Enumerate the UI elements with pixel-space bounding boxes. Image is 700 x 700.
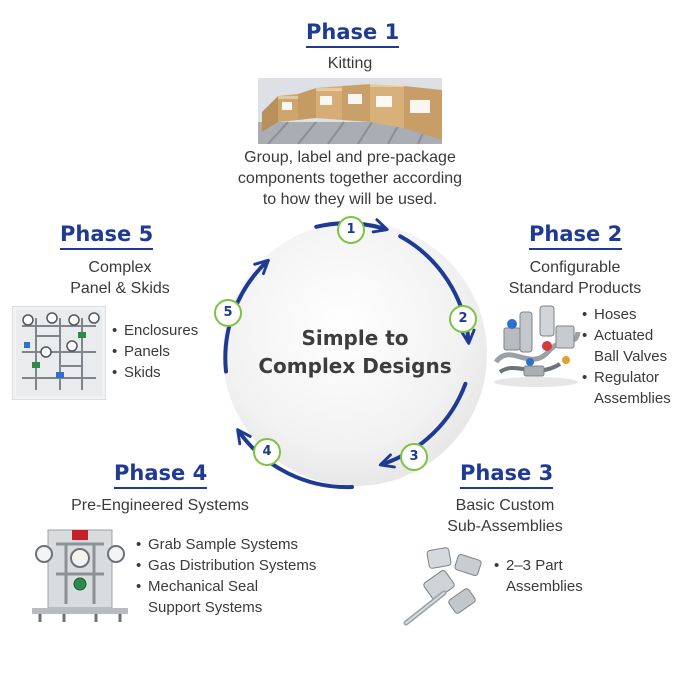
phase-4-bullet-3-line-2: Support Systems bbox=[148, 599, 263, 616]
phase-5-bullet-1-line-1: Enclosures bbox=[124, 322, 199, 339]
phase-3-bullets: 2–3 Part Assemblies bbox=[494, 555, 583, 597]
phase-5-subtitle-line-2: Panel & Skids bbox=[70, 280, 170, 297]
phase-2-subtitle: Configurable Standard Products bbox=[480, 257, 670, 299]
phase-1-description: Group, label and pre-package components … bbox=[215, 147, 485, 210]
phase-4-bullet-gas-distribution: Gas Distribution Systems bbox=[136, 555, 316, 576]
phase-2-bullet-2-line-1: Actuated bbox=[594, 327, 654, 344]
phase-5-bullet-panels: Panels bbox=[112, 341, 198, 362]
standard-products-photo bbox=[490, 302, 582, 388]
phase-2-subtitle-line-2: Standard Products bbox=[508, 280, 642, 297]
cycle-arc-3 bbox=[378, 381, 468, 469]
center-title-line-2: Complex Designs bbox=[258, 354, 452, 378]
phase-5-subtitle-line-1: Complex bbox=[88, 259, 152, 276]
phase-5-bullet-2-line-1: Panels bbox=[124, 343, 170, 360]
phase-5-section: Phase 5 bbox=[60, 222, 154, 250]
phase-4-bullet-3-line-1: Mechanical Seal bbox=[148, 578, 259, 595]
panel-skid-photo bbox=[12, 306, 106, 400]
phase-5-bullet-3-line-1: Skids bbox=[124, 364, 161, 381]
phase-5-title: Phase 5 bbox=[60, 222, 154, 250]
step-5-badge: 5 bbox=[214, 299, 242, 327]
phase-2-bullet-1-line-1: Hoses bbox=[594, 306, 637, 323]
phase-2-section: Phase 2 bbox=[529, 222, 623, 250]
phase-2-bullet-3-line-1: Regulator bbox=[594, 369, 660, 386]
step-2-badge: 2 bbox=[449, 305, 477, 333]
phase-2-bullet-3-line-2: Assemblies bbox=[594, 390, 671, 407]
phase-2-bullet-regulator: Regulator Assemblies bbox=[582, 367, 671, 409]
phase-3-subtitle-line-2: Sub-Assemblies bbox=[447, 518, 563, 535]
phase-5-subtitle: Complex Panel & Skids bbox=[30, 257, 210, 299]
step-1-badge: 1 bbox=[337, 216, 365, 244]
phase-1-description-line-3: to how they will be used. bbox=[262, 191, 438, 208]
phase-4-bullet-mechanical-seal: Mechanical Seal Support Systems bbox=[136, 576, 316, 618]
phase-2-subtitle-line-1: Configurable bbox=[529, 259, 621, 276]
phase-5-bullet-skids: Skids bbox=[112, 362, 198, 383]
phase-1-description-line-2: components together according bbox=[237, 170, 463, 187]
step-4-badge: 4 bbox=[253, 438, 281, 466]
phase-1-description-line-1: Group, label and pre-package bbox=[244, 149, 456, 166]
phase-1-title: Phase 1 bbox=[306, 20, 400, 48]
step-3-badge: 3 bbox=[400, 443, 428, 471]
center-title: Simple to Complex Designs bbox=[223, 324, 487, 380]
kitting-boxes-photo bbox=[258, 78, 442, 144]
phase-3-bullet-1-line-1: 2–3 Part bbox=[506, 557, 563, 574]
phase-3-title: Phase 3 bbox=[460, 461, 554, 489]
phase-2-bullet-hoses: Hoses bbox=[582, 304, 671, 325]
phase-5-bullets: Enclosures Panels Skids bbox=[112, 320, 198, 383]
phase-4-bullet-grab-sample: Grab Sample Systems bbox=[136, 534, 316, 555]
phase-3-section: Phase 3 bbox=[460, 461, 554, 489]
pre-engineered-system-photo bbox=[26, 524, 134, 624]
phase-1-subtitle: Kitting bbox=[327, 55, 373, 72]
phase-5-bullet-enclosures: Enclosures bbox=[112, 320, 198, 341]
phase-3-subtitle: Basic Custom Sub-Assemblies bbox=[430, 495, 580, 537]
phase-4-title: Phase 4 bbox=[114, 461, 208, 489]
phase-4-bullet-2-line-1: Gas Distribution Systems bbox=[148, 557, 317, 574]
phase-3-bullet-part-assemblies: 2–3 Part Assemblies bbox=[494, 555, 583, 597]
phase-4-section: Phase 4 bbox=[114, 461, 208, 489]
phase-2-bullet-ball-valves: Actuated Ball Valves bbox=[582, 325, 671, 367]
center-title-line-1: Simple to bbox=[301, 326, 409, 350]
phase-2-bullets: Hoses Actuated Ball Valves Regulator Ass… bbox=[582, 304, 671, 409]
phase-1-section: Phase 1 bbox=[306, 20, 400, 48]
sub-assembly-fittings-photo bbox=[398, 545, 494, 627]
phase-3-subtitle-line-1: Basic Custom bbox=[455, 497, 555, 514]
phase-2-bullet-2-line-2: Ball Valves bbox=[594, 348, 668, 365]
phase-4-bullet-1-line-1: Grab Sample Systems bbox=[148, 536, 299, 553]
phase-4-subtitle: Pre-Engineered Systems bbox=[71, 497, 249, 514]
phase-2-title: Phase 2 bbox=[529, 222, 623, 250]
phase-3-bullet-1-line-2: Assemblies bbox=[506, 578, 583, 595]
phase-4-bullets: Grab Sample Systems Gas Distribution Sys… bbox=[136, 534, 316, 618]
cycle-arc-4 bbox=[236, 428, 354, 490]
